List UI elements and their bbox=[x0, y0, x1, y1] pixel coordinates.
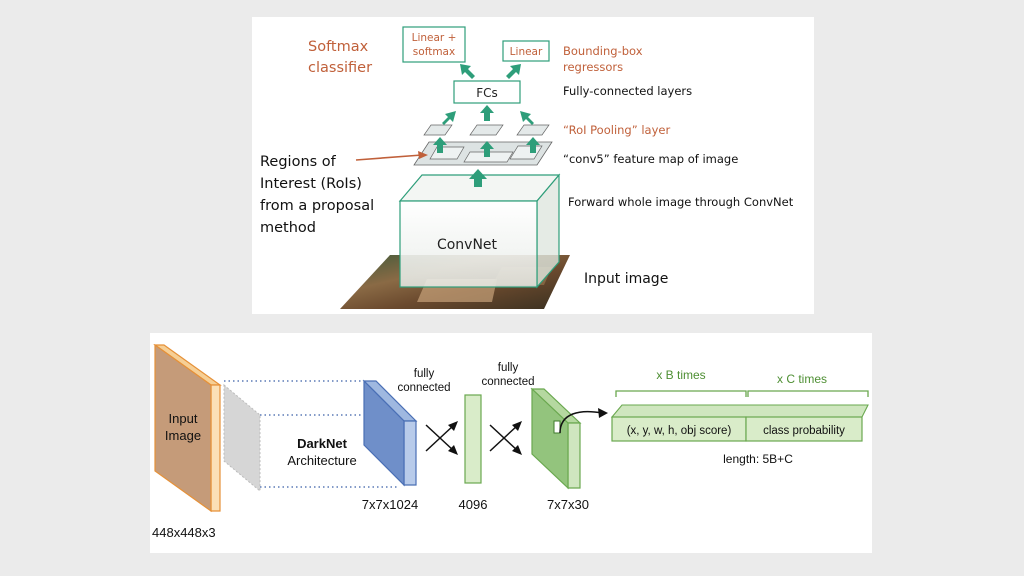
vector-part1-label: (x, y, w, h, obj score) bbox=[627, 425, 732, 437]
fc2-arrowhead-down bbox=[512, 445, 522, 455]
fcs-box bbox=[453, 80, 521, 104]
grey-feature-slab bbox=[223, 383, 261, 493]
arrow-to-linear bbox=[506, 64, 521, 79]
rois-arrow-head bbox=[418, 151, 428, 159]
softmax-classifier-line1: Softmax bbox=[308, 39, 369, 55]
fc1-line-b bbox=[425, 424, 455, 452]
linear-softmax-line1: Linear + bbox=[412, 32, 457, 44]
arrow-up-roi-3 bbox=[526, 137, 540, 153]
arrow-to-softmax bbox=[460, 64, 475, 79]
darknet-title: DarkNet bbox=[297, 436, 348, 451]
darknet-connectors bbox=[224, 380, 398, 488]
fc1-arrowhead-up bbox=[448, 421, 458, 431]
forward-label: Forward whole image through ConvNet bbox=[568, 195, 794, 209]
cell-to-vector-arrowhead bbox=[598, 408, 608, 418]
fc2-line-b bbox=[489, 424, 519, 452]
fast-rcnn-diagram: ConvNet FCs Linear + softmax Linear Soft… bbox=[252, 17, 814, 314]
arrow-to-fcs-2 bbox=[480, 105, 494, 121]
roi-pool-2 bbox=[469, 124, 504, 136]
conv5-label: “conv5” feature map of image bbox=[563, 152, 738, 166]
vector-part2-label: class probability bbox=[763, 425, 845, 437]
input-image-block-front bbox=[154, 343, 212, 513]
c-times-bracket bbox=[747, 390, 869, 397]
x-c-times-label: x C times bbox=[777, 372, 827, 386]
fast-rcnn-svg: ConvNet FCs Linear + softmax Linear Soft… bbox=[260, 26, 794, 309]
cell-to-vector-arrow bbox=[559, 410, 603, 434]
darknet-block-front bbox=[363, 379, 405, 487]
linear-softmax-line2: softmax bbox=[413, 46, 455, 58]
block2-size-label: 4096 bbox=[459, 497, 488, 512]
rois-label-line1: Regions of bbox=[260, 154, 337, 170]
yolo-svg: Input Image 448x448x3 DarkNet Architectu… bbox=[152, 343, 869, 540]
fc-layers-label: Fully-connected layers bbox=[563, 84, 692, 98]
roi-pooling-label: “RoI Pooling” layer bbox=[563, 123, 670, 137]
fc1-cross-arrows bbox=[425, 424, 455, 452]
roi-pool-3 bbox=[516, 124, 550, 136]
vector-top-face bbox=[610, 404, 869, 418]
flow-arrows bbox=[433, 64, 540, 187]
fc1-label-line2: connected bbox=[397, 382, 450, 394]
vector-box-part1 bbox=[611, 416, 747, 442]
darknet-subtitle: Architecture bbox=[287, 453, 356, 468]
fc2-cross-arrows bbox=[489, 424, 519, 452]
output-cell-highlight bbox=[553, 420, 561, 434]
linear-box bbox=[502, 40, 550, 62]
input-image-label: Input image bbox=[584, 271, 668, 287]
arrow-up-roi-2 bbox=[480, 141, 494, 157]
arrow-up-convnet bbox=[469, 169, 487, 187]
fc2-label-line1: fully bbox=[498, 362, 519, 374]
output-block-side bbox=[567, 422, 581, 489]
input-image-block-line2: Image bbox=[165, 428, 201, 443]
fc2-arrowhead-up bbox=[512, 421, 522, 431]
convnet-front-face bbox=[399, 200, 538, 288]
linear-label: Linear bbox=[510, 46, 543, 58]
block3-size-label: 7x7x30 bbox=[547, 497, 589, 512]
input-image-block-line1: Input bbox=[169, 411, 198, 426]
rois-arrow-line bbox=[355, 154, 423, 161]
input-size-label: 448x448x3 bbox=[152, 525, 216, 540]
linear-softmax-box bbox=[402, 26, 466, 63]
block1-size-label: 7x7x1024 bbox=[362, 497, 418, 512]
b-times-bracket bbox=[615, 390, 747, 397]
roi-pool-1 bbox=[423, 124, 453, 136]
bbox-regressors-line1: Bounding-box bbox=[563, 44, 643, 58]
rois-label-line3: from a proposal bbox=[260, 198, 374, 214]
convnet-label: ConvNet bbox=[437, 237, 498, 253]
vector-box-part2 bbox=[745, 416, 863, 442]
rois-label-line2: Interest (RoIs) bbox=[260, 176, 362, 192]
yolo-diagram: Input Image 448x448x3 DarkNet Architectu… bbox=[150, 333, 872, 553]
x-b-times-label: x B times bbox=[656, 368, 705, 382]
fcs-label: FCs bbox=[476, 86, 498, 100]
arrow-up-roi-1 bbox=[433, 137, 447, 153]
input-image-block-side bbox=[210, 384, 221, 512]
fc1-label-line1: fully bbox=[414, 368, 435, 380]
darknet-block-side bbox=[403, 420, 417, 486]
output-block-front bbox=[531, 387, 569, 490]
fc2-label-line2: connected bbox=[481, 376, 534, 388]
arrow-to-fcs-1 bbox=[442, 111, 456, 125]
rois-label-line4: method bbox=[260, 220, 316, 236]
fc1-arrowhead-down bbox=[448, 445, 458, 455]
fc-vector-4096 bbox=[464, 394, 482, 484]
softmax-classifier-line2: classifier bbox=[308, 60, 372, 76]
bbox-regressors-line2: regressors bbox=[563, 60, 623, 74]
arrow-to-fcs-3 bbox=[520, 111, 534, 125]
vector-length-label: length: 5B+C bbox=[723, 452, 793, 466]
